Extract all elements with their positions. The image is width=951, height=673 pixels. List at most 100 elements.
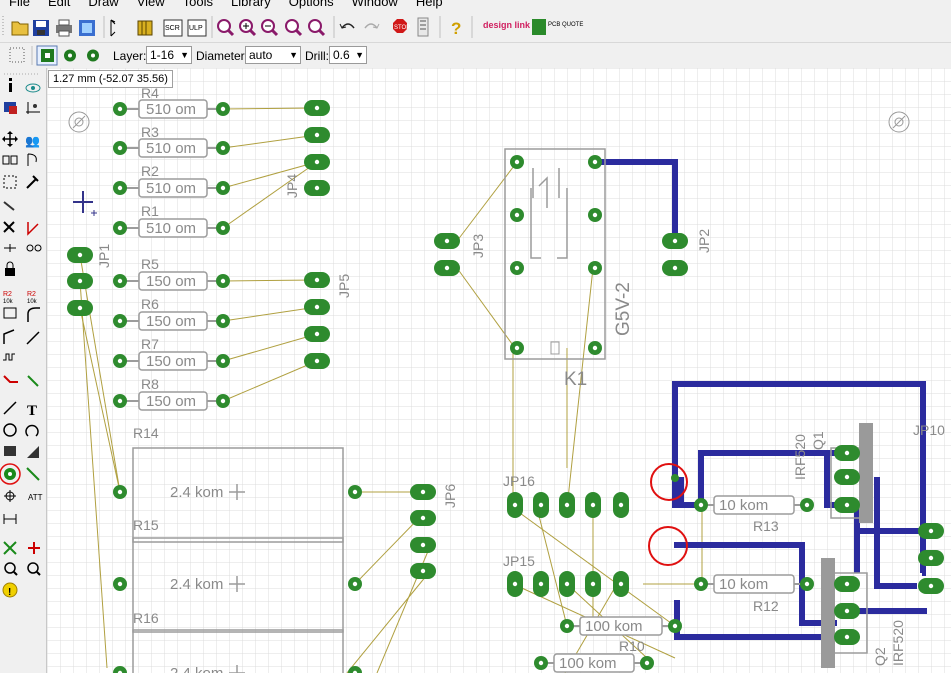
resistor-pad[interactable] (800, 577, 814, 591)
square-pad-icon[interactable] (36, 45, 58, 66)
arc-icon[interactable] (25, 424, 39, 437)
header-pin[interactable] (662, 260, 688, 276)
resistor-pad[interactable] (668, 619, 682, 633)
hole-icon[interactable] (4, 490, 16, 502)
resistor-pad[interactable] (800, 498, 814, 512)
gateswap-icon[interactable] (26, 244, 42, 252)
redo-icon[interactable] (364, 23, 380, 29)
signal-draw-icon[interactable] (26, 467, 40, 481)
octagon-pad-icon[interactable] (87, 49, 99, 62)
resistor-pad[interactable] (113, 102, 127, 116)
power-resistor[interactable]: 2.4 komR16 (113, 610, 362, 673)
header-pin[interactable] (67, 273, 93, 289)
layer-select[interactable]: 1-16 ▼ (146, 46, 192, 64)
header-jp16[interactable] (507, 492, 629, 518)
resistor-pad[interactable] (113, 314, 127, 328)
header-pin[interactable] (304, 326, 330, 342)
relay-pad[interactable] (588, 155, 602, 169)
header-pin[interactable] (613, 571, 629, 597)
resistor-pad[interactable] (216, 314, 230, 328)
drill-select[interactable]: 0.6 ▼ (329, 46, 367, 64)
errors-icon[interactable] (27, 562, 41, 576)
relay-pad[interactable] (510, 261, 524, 275)
header-jp4[interactable] (304, 100, 330, 196)
header-pin[interactable] (434, 233, 460, 249)
via-icon[interactable] (0, 463, 21, 485)
header-pin[interactable] (304, 180, 330, 196)
resistor[interactable]: 100 komR11 (534, 653, 654, 673)
resistor-pad[interactable] (348, 577, 362, 591)
mosfet-pin[interactable] (834, 469, 860, 485)
zoom-fit-icon[interactable] (217, 19, 235, 37)
show-icon[interactable] (25, 83, 41, 93)
resistor-pad[interactable] (113, 666, 127, 673)
delete-icon[interactable] (3, 221, 15, 233)
copy-icon[interactable]: 👥 (25, 134, 40, 148)
header-pin[interactable] (304, 100, 330, 116)
diameter-select[interactable]: auto ▼ (245, 46, 301, 64)
relay-pad[interactable] (588, 261, 602, 275)
header-jp6[interactable] (410, 484, 436, 579)
header-pin[interactable] (533, 571, 549, 597)
header-pin[interactable] (410, 510, 436, 526)
via[interactable] (671, 474, 679, 482)
optimize-icon[interactable] (3, 329, 15, 344)
menu-library[interactable]: Library (231, 0, 271, 9)
mosfet[interactable] (834, 576, 860, 645)
header-pin[interactable] (585, 492, 601, 518)
script-icon[interactable] (110, 19, 116, 37)
resistor-pad[interactable] (694, 577, 708, 591)
drc-icon[interactable] (4, 562, 18, 576)
mirror-icon[interactable] (2, 155, 18, 165)
auto-icon[interactable] (28, 542, 40, 554)
resistor-pad[interactable] (113, 221, 127, 235)
menu-edit[interactable]: Edit (47, 0, 71, 9)
pinswap-icon[interactable] (4, 244, 16, 252)
header-jp5[interactable] (304, 272, 330, 369)
header-pin[interactable] (559, 571, 575, 597)
add-icon[interactable] (27, 222, 39, 236)
header-pin[interactable] (585, 571, 601, 597)
wire-icon[interactable] (3, 401, 17, 415)
text-icon[interactable]: T (27, 403, 37, 419)
signal-icon[interactable] (3, 353, 15, 361)
mosfet[interactable] (834, 445, 860, 513)
resistor-pad[interactable] (534, 656, 548, 670)
autorouter-icon[interactable] (27, 375, 39, 387)
header-pin[interactable] (918, 550, 944, 566)
cam-icon[interactable] (79, 20, 95, 36)
header-pin[interactable] (918, 578, 944, 594)
header-pin[interactable] (304, 353, 330, 369)
display-icon[interactable] (4, 102, 17, 114)
mosfet-pin[interactable] (834, 445, 860, 461)
attribute-icon[interactable]: ATT (28, 493, 43, 502)
paste-icon[interactable] (3, 201, 15, 211)
header-pin[interactable] (507, 492, 523, 518)
header-pin[interactable] (662, 233, 688, 249)
rect-icon[interactable] (4, 446, 16, 456)
header-pin[interactable] (67, 300, 93, 316)
header-jp15[interactable] (507, 571, 629, 597)
relay-pad[interactable] (510, 208, 524, 222)
header-jp3[interactable] (434, 233, 460, 276)
header-pin[interactable] (304, 299, 330, 315)
resistor-pad[interactable] (694, 498, 708, 512)
menu-view[interactable]: View (136, 0, 165, 9)
header-pin[interactable] (304, 272, 330, 288)
route-icon[interactable] (26, 331, 40, 345)
header-jp2[interactable] (662, 233, 688, 276)
zoom-out-icon[interactable] (261, 19, 279, 37)
header-pin[interactable] (410, 537, 436, 553)
header-pin[interactable] (533, 492, 549, 518)
stop-icon[interactable]: STOP (393, 19, 410, 33)
warning-icon[interactable]: ! (2, 582, 18, 598)
